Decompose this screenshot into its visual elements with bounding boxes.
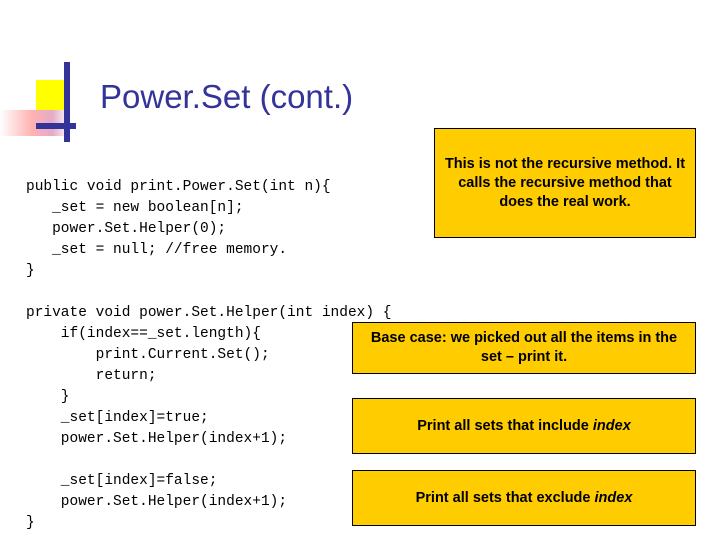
slide-title: Power.Set (cont.) [100, 78, 354, 115]
callout-include-prefix: Print all sets that include [417, 417, 593, 434]
callout-exclude-emphasis: index [594, 489, 633, 506]
decorative-yellow-square [36, 80, 66, 110]
code-block-print-powerset: public void print.Power.Set(int n){ _set… [26, 178, 331, 279]
decorative-logo [0, 62, 110, 142]
decorative-blue-vertical-bar [64, 62, 70, 142]
code-block-powerset-helper-false: _set[index]=false; power.Set.Helper(inde… [26, 472, 288, 531]
decorative-blue-horizontal-bar [36, 123, 76, 129]
callout-base-case-text: Base case: we picked out all the items i… [370, 330, 678, 365]
callout-not-recursive: This is not the recursive method. It cal… [434, 128, 696, 238]
code-block-powerset-helper: private void power.Set.Helper(int index)… [26, 304, 392, 447]
callout-include-index: Print all sets that include index [352, 398, 696, 454]
callout-exclude-prefix: Print all sets that exclude [415, 489, 595, 506]
callout-exclude-index-text: Print all sets that exclude index [416, 489, 633, 508]
callout-base-case: Base case: we picked out all the items i… [352, 322, 696, 374]
callout-include-index-text: Print all sets that include index [417, 417, 631, 436]
callout-not-recursive-text: This is not the recursive method. It cal… [444, 155, 686, 210]
callout-include-emphasis: index [592, 417, 631, 434]
callout-exclude-index: Print all sets that exclude index [352, 470, 696, 526]
